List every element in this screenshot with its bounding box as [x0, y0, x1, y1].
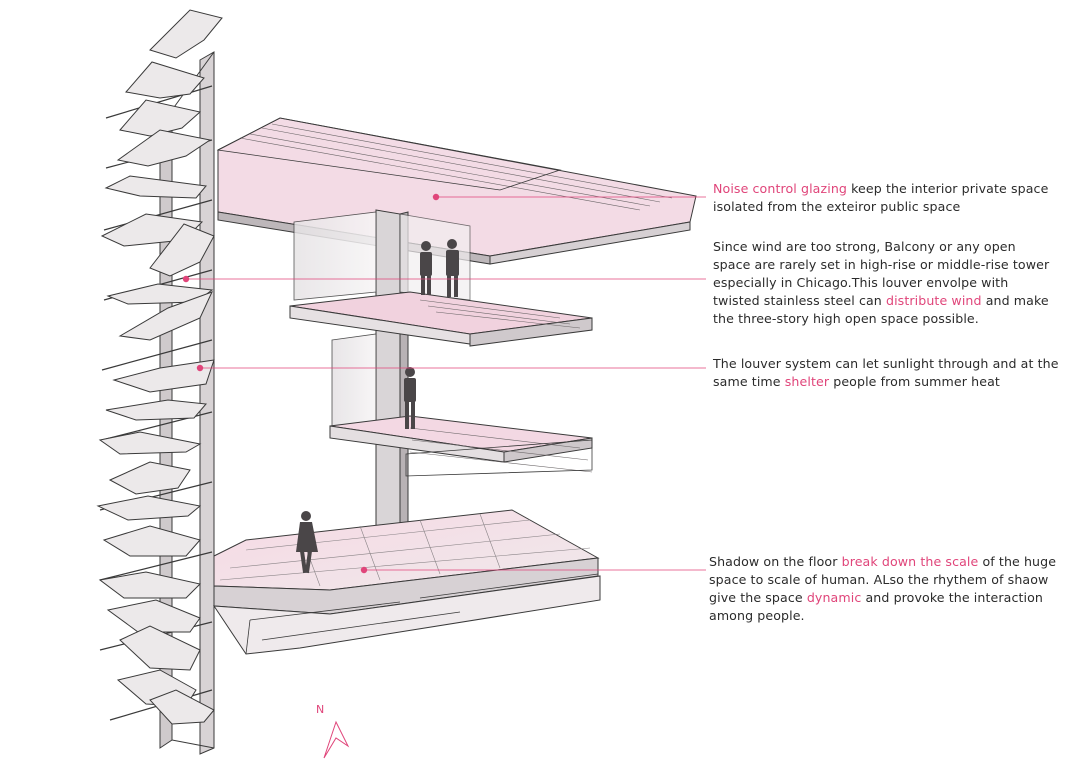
middle-glazing [331, 333, 377, 431]
upper-glazing [293, 211, 471, 301]
ground-floor-slab [213, 509, 601, 655]
annotation-text: keep the interior private space isolated… [713, 181, 1049, 214]
annotation-wind: Since wind are too strong, Balcony or an… [713, 238, 1053, 328]
leader-lines [182, 193, 706, 574]
annotation-highlight: dynamic [806, 590, 862, 605]
annotation-text: people from summer heat [829, 374, 1000, 389]
middle-floor-slab [329, 415, 593, 477]
louver-facade [96, 9, 223, 755]
annotation-text: and provoke the interaction among people… [709, 590, 1044, 623]
annotation-sunlight: The louver system can let sunlight throu… [713, 355, 1068, 391]
human-figures [296, 239, 459, 574]
annotation-text: The louver system can let sunlight throu… [713, 356, 1059, 389]
annotation-shadow: Shadow on the floor break down the scale… [709, 553, 1064, 625]
leader-dot [196, 364, 204, 372]
person-figure [420, 241, 432, 295]
north-arrow-icon [323, 720, 350, 759]
facade-mullion-front [199, 51, 215, 755]
balcony-slab-upper [289, 291, 593, 347]
annotation-highlight: Noise control glazing [713, 181, 847, 196]
north-label: N [316, 703, 325, 716]
annotation-text: Shadow on the floor [709, 554, 842, 569]
person-figure [446, 239, 459, 297]
annotation-highlight: break down the scale [841, 554, 979, 569]
louver-blades [96, 9, 223, 725]
annotation-highlight: distribute wind [885, 293, 982, 308]
person-figure [296, 511, 318, 574]
leader-dot [432, 193, 440, 201]
person-figure [404, 367, 416, 429]
annotation-highlight: shelter [784, 374, 830, 389]
annotation-text: of the huge space to scale of human. ALs… [709, 554, 1057, 605]
leader-dot [360, 566, 368, 574]
leader-dot [182, 275, 190, 283]
annotation-text: and make the three-story high open space… [713, 293, 1049, 326]
annotation-noise-glazing: Noise control glazing keep the interior … [713, 180, 1063, 216]
annotation-text: Since wind are too strong, Balcony or an… [713, 239, 1050, 308]
